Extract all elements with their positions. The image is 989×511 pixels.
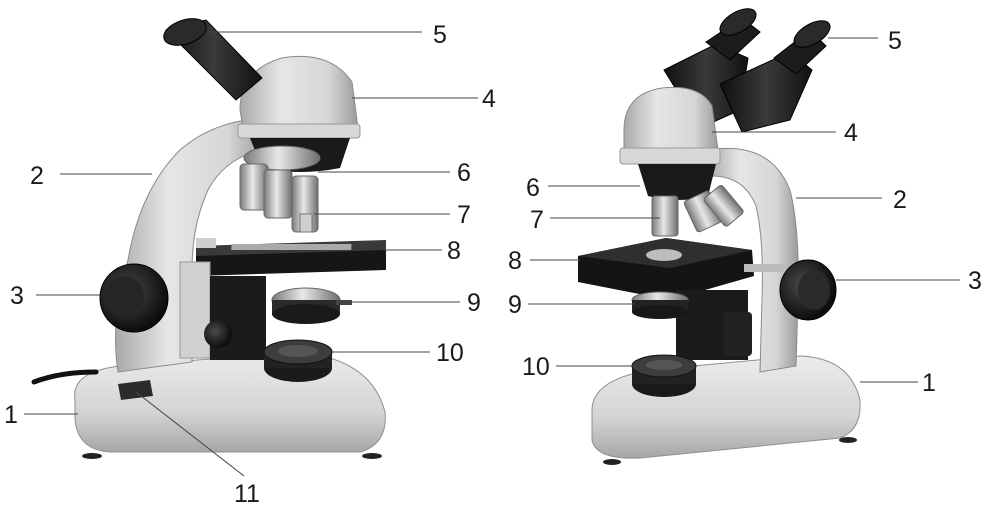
label-7-left: 7	[457, 201, 471, 229]
label-2-right: 2	[893, 186, 907, 214]
label-8-right: 8	[508, 247, 522, 275]
label-7-right: 7	[530, 206, 544, 234]
label-3-left: 3	[10, 282, 24, 310]
label-10-left: 10	[436, 339, 464, 367]
right-illuminator	[632, 355, 696, 397]
label-6-left: 6	[457, 159, 471, 187]
left-head	[240, 56, 358, 134]
right-condenser	[632, 292, 688, 319]
label-1-right: 1	[922, 369, 936, 397]
label-3-right: 3	[968, 267, 982, 295]
label-1-left: 1	[4, 401, 18, 429]
label-11-left: 11	[234, 480, 260, 508]
right-focus-knob	[780, 260, 836, 320]
left-stage	[196, 238, 386, 276]
binocular-microscope	[578, 3, 860, 465]
left-stage-bracket	[180, 262, 210, 358]
monocular-microscope	[34, 14, 386, 459]
label-5-left: 5	[433, 21, 447, 49]
right-head	[624, 87, 718, 156]
label-2-left: 2	[30, 162, 44, 190]
left-nosepiece	[240, 146, 320, 232]
label-6-right: 6	[526, 174, 540, 202]
left-focus-knob	[100, 264, 168, 332]
label-4-right: 4	[844, 119, 858, 147]
label-9-right: 9	[508, 291, 522, 319]
label-9-left: 9	[467, 289, 481, 317]
label-5-right: 5	[888, 27, 902, 55]
label-4-left: 4	[482, 85, 496, 113]
label-8-left: 8	[447, 237, 461, 265]
left-condenser	[272, 288, 352, 324]
left-illuminator	[264, 340, 332, 382]
label-10-right: 10	[522, 353, 550, 381]
